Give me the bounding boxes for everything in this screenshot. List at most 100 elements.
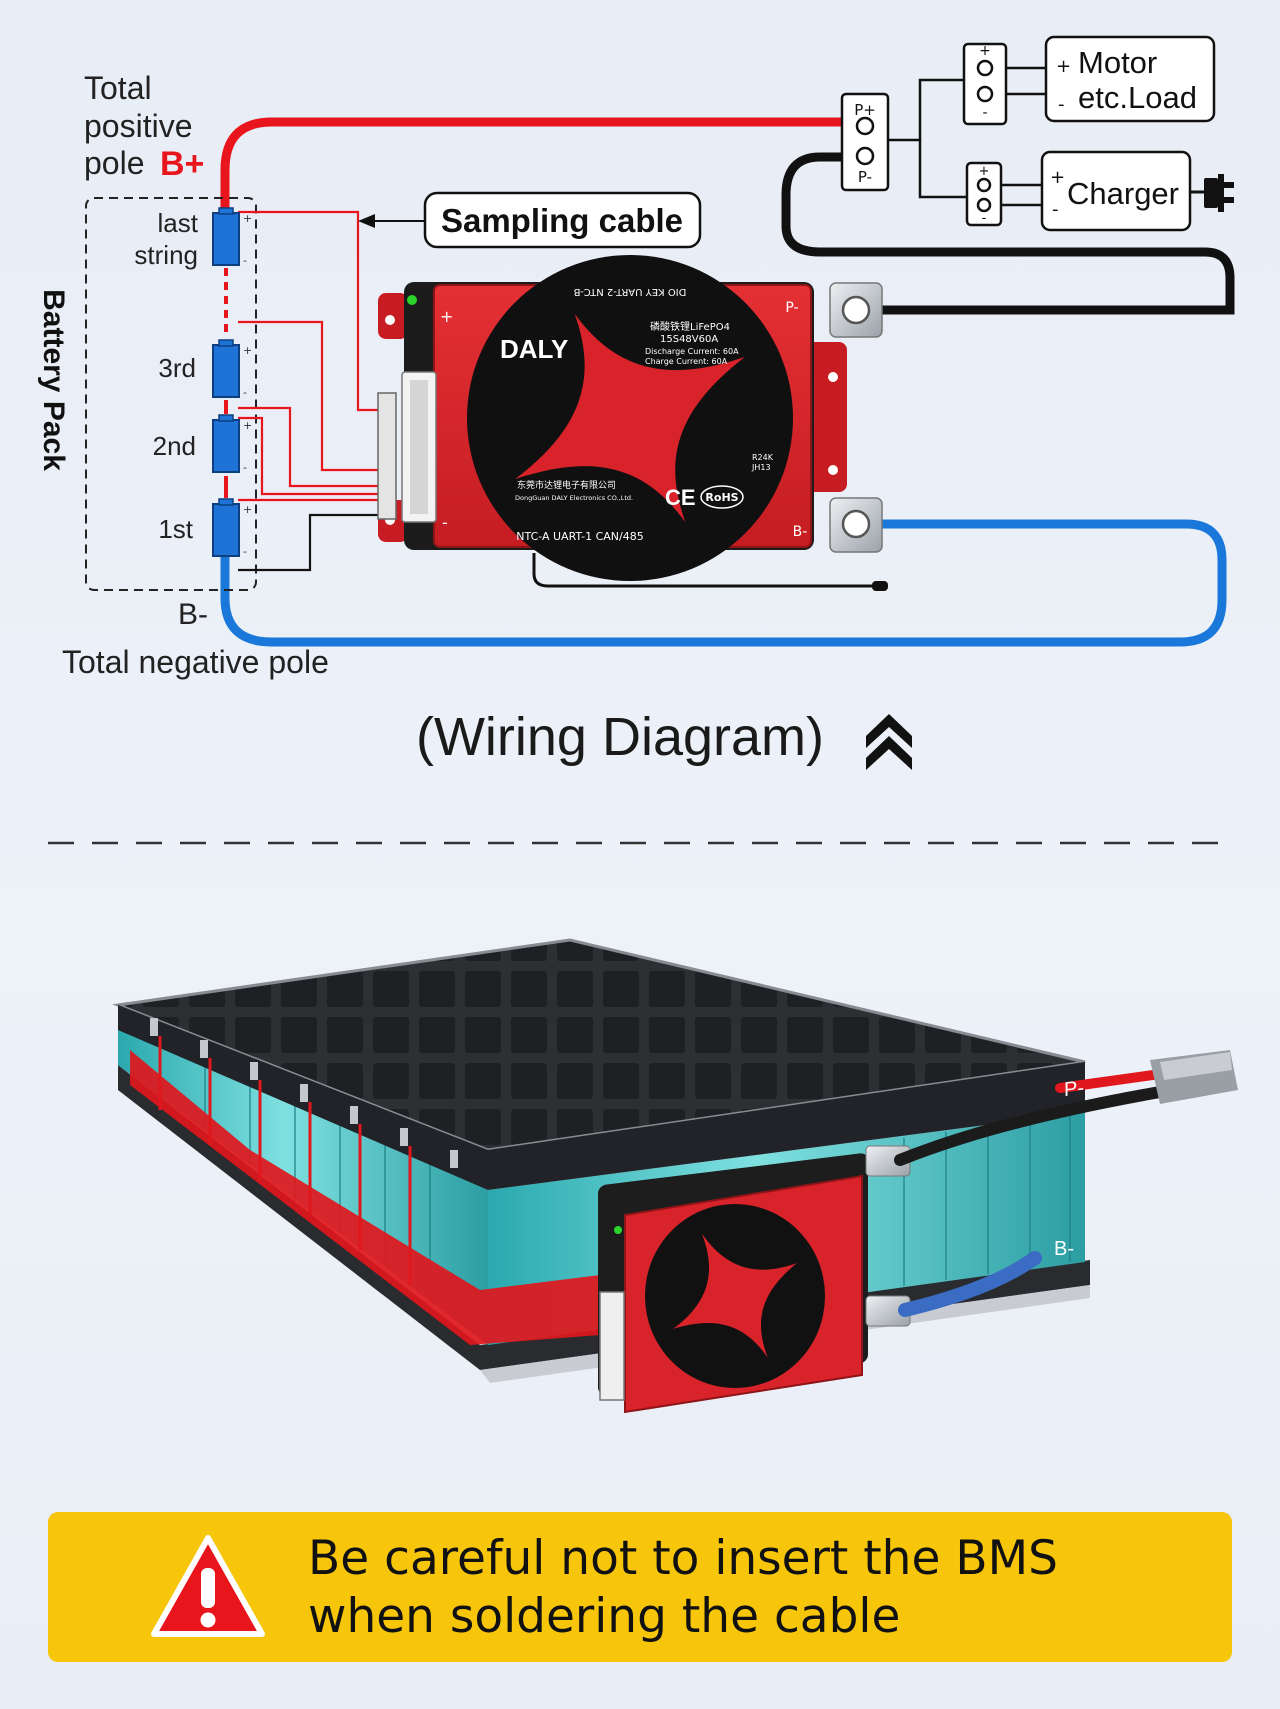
bms-product-line1: 磷酸铁锂LiFePO4 [650,320,730,333]
battery-cells: + - + - + - + - [212,207,252,558]
bms-board-diagram: DALY 磷酸铁锂LiFePO4 15S48V60A Discharge Cur… [377,255,888,591]
bms-company-cn: 东莞市达锂电子有限公司 [517,479,616,491]
charger-plus-sign: + [979,164,990,179]
plug-icon [1190,174,1234,212]
bms-model1: R24K [752,453,774,462]
cell-last-string: + - [212,207,252,267]
load-label-line1: Motor [1078,45,1157,80]
pack-b-minus-label: B- [1054,1238,1074,1260]
cell-labels: last string 3rd 2nd 1st [134,208,198,544]
p-minus-cable-3d [894,1086,1166,1166]
cell-label-3rd: 3rd [158,353,196,383]
bms-3d [598,1153,868,1414]
sampling-cable-label: Sampling cable [441,202,683,239]
warning-line2: when soldering the cable [308,1589,901,1644]
cell-plus-sign: + [243,344,252,357]
load-box-plus: + [1056,56,1071,77]
load-box: + - Motor etc.Load [1044,35,1216,123]
load-label-line2: etc.Load [1078,80,1197,115]
rohs-badge [700,485,744,509]
status-led [407,295,417,305]
p-minus-lug [829,282,883,338]
p-minus-terminal [855,146,875,166]
p-plus-terminal [855,116,875,136]
cell-label-last: last [158,208,199,238]
load-connector: + - [962,42,1046,126]
diagram-title: (Wiring Diagram) [416,707,824,767]
b-minus-cable-3d [898,1251,1042,1317]
anderson-connector [1150,1050,1238,1104]
positive-cable [220,117,860,210]
daly-star-logo [515,313,745,523]
cell-2nd: + - [212,414,252,474]
bms-3d-star [673,1233,797,1358]
sampling-harness [130,1050,600,1345]
cell-minus-sign: - [243,461,247,474]
battery-pack-label: Battery Pack [37,289,70,471]
cell-label-string: string [134,240,198,270]
main-cables [220,117,1235,647]
cell-label-2nd: 2nd [153,431,196,461]
p-minus-cable [781,152,1235,315]
cell-3rd: + - [212,339,252,399]
bms-charge: Charge Current: 60A [645,357,728,366]
sampling-plug [377,392,397,520]
cell-minus-sign: - [243,254,247,267]
nickel-strips [150,1018,458,1168]
sampling-wires [238,210,382,502]
load-minus-sign: - [982,105,987,121]
battery-pack-outline [85,197,257,591]
load-charger-wiring [888,78,968,199]
load-box-minus: - [1058,94,1065,115]
output-connector: P+ P- [840,92,890,192]
bms-3d-sampling-port [599,1291,625,1401]
harness-wires [158,1036,412,1285]
pack-p-minus-label: P- [1064,1077,1084,1101]
arrow-left-icon [358,214,375,228]
rohs-label: RoHS [705,491,738,504]
cell-plus-sign: + [243,503,252,516]
sampling-wire-black [238,513,382,572]
positive-label-line3: pole [84,145,145,181]
warning-banner: Be careful not to insert the BMS when so… [48,1512,1232,1662]
double-chevron-up-icon [866,714,912,770]
charger-minus-sign: - [982,211,987,226]
pole-labels: Total positive pole B+ B- Total negative… [62,70,329,680]
cell-minus-sign: - [243,545,247,558]
bms-b-minus-label: B- [793,524,808,540]
sampling-cable-callout: Sampling cable [358,191,702,249]
cell-1st: + - [212,498,252,558]
charger-box-plus: + [1050,167,1065,188]
bms-discharge: Discharge Current: 60A [645,347,739,356]
bms-company-en: DongGuan DALY Electronics CO.,Ltd. [515,494,633,502]
positive-label-line2: positive [84,108,193,144]
ntc-probe-cable [532,553,880,588]
bms-product-line2: 15S48V60A [660,334,718,345]
cell-minus-sign: - [243,386,247,399]
positive-cable-3d [1055,1069,1165,1093]
bms-minus-sign: - [442,513,448,532]
cell-label-1st: 1st [158,514,193,544]
bms-brand: DALY [500,334,568,364]
warning-triangle-icon [151,1535,265,1637]
b-minus-label: B- [178,598,208,631]
charger-box: + - Charger [1040,150,1234,232]
b-plus-label: B+ [160,145,204,183]
pack-top-edge [488,1062,1085,1190]
ntc-probe-tip [872,581,888,591]
bms-model2: JH13 [751,463,771,472]
p-minus-terminal-label: P- [858,168,872,186]
bms-top-ports: DIO KEY UART-2 NTC-B [574,286,687,297]
charger-label: Charger [1067,176,1179,211]
charger-box-minus: - [1052,199,1059,220]
bms-p-minus-label: P- [785,300,798,316]
p-plus-terminal-label: P+ [854,101,876,119]
load-plus-sign: + [979,43,991,59]
bms-plus-sign: + [440,307,453,326]
warning-text: Be careful not to insert the BMS when so… [308,1530,1208,1646]
cell-plus-sign: + [243,212,252,225]
bms-3d-led [614,1226,622,1234]
b-minus-lug [829,497,883,553]
total-negative-label: Total negative pole [62,644,329,680]
